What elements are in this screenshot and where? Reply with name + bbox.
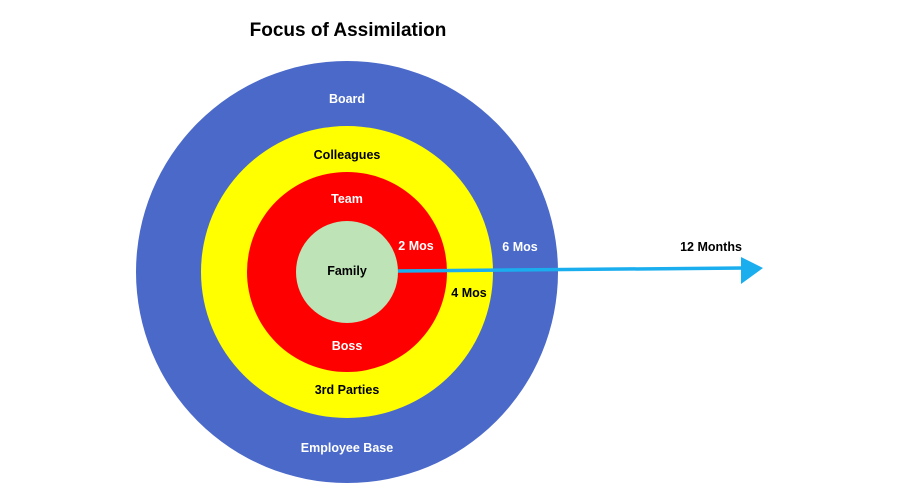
center-label: Family xyxy=(327,264,367,278)
middle-ring-top-label: Colleagues xyxy=(314,148,381,162)
middle-ring-time-label: 4 Mos xyxy=(451,286,486,300)
inner-ring-bottom-label: Boss xyxy=(332,339,363,353)
outer-ring-top-label: Board xyxy=(329,92,365,106)
arrow-label: 12 Months xyxy=(680,240,742,254)
middle-ring-bottom-label: 3rd Parties xyxy=(315,383,380,397)
outer-ring-bottom-label: Employee Base xyxy=(301,441,393,455)
timeline-arrowhead xyxy=(741,257,763,284)
inner-ring-top-label: Team xyxy=(331,192,363,206)
outer-ring-time-label: 6 Mos xyxy=(502,240,537,254)
timeline-arrow-line xyxy=(397,266,745,273)
diagram-title: Focus of Assimilation xyxy=(250,20,447,41)
center-circle xyxy=(296,221,398,323)
inner-ring-time-label: 2 Mos xyxy=(398,239,433,253)
